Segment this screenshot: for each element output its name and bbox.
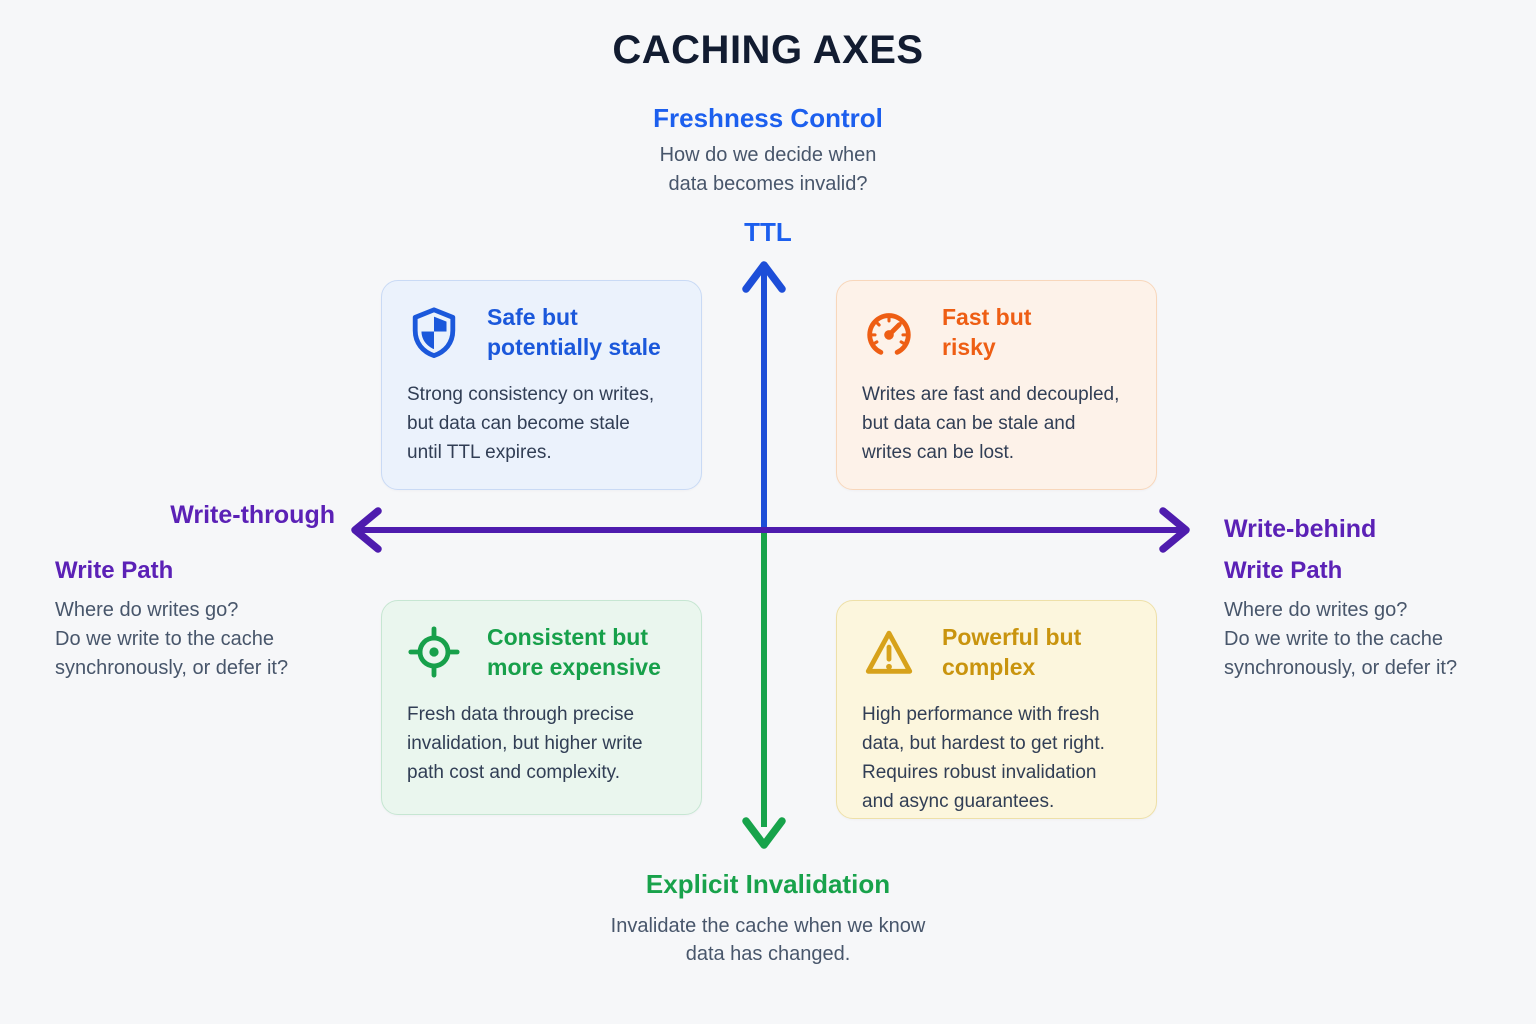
card-header: Consistent but more expensive — [407, 622, 679, 682]
body-line: data, but hardest to get right. — [862, 733, 1105, 754]
write-path-label: Write Path — [55, 557, 174, 584]
invalidation-axis-arrow — [742, 527, 786, 849]
body-line: Fresh data through precise — [407, 704, 635, 725]
freshness-axis-arrow — [742, 261, 786, 533]
title-line: Powerful but — [942, 624, 1082, 650]
gauge-icon — [862, 305, 916, 359]
quadrant-body: Writes are fast and decoupled, but data … — [862, 380, 1134, 467]
quadrant-card-powerful-but-complex: Powerful but complex High performance wi… — [836, 600, 1157, 819]
freshness-control-label: Freshness Control — [653, 103, 883, 133]
description-line: Where do writes go? — [1224, 599, 1408, 621]
arrow-up-icon — [742, 261, 786, 293]
target-icon — [407, 625, 461, 679]
quadrant-title: Fast but risky — [942, 302, 1031, 362]
card-header: Powerful but complex — [862, 622, 1134, 682]
write-path-block-right: Write Path Where do writes go? Do we wri… — [1224, 557, 1524, 683]
body-line: Requires robust invalidation — [862, 762, 1097, 783]
arrow-down-icon — [742, 817, 786, 849]
explicit-invalidation-pole-label: Explicit Invalidation — [645, 869, 891, 899]
arrow-left-icon — [351, 507, 382, 553]
arrow-right-icon — [1159, 507, 1190, 553]
write-path-block-left: Write Path Where do writes go? Do we wri… — [55, 557, 355, 683]
write-path-description: Where do writes go? Do we write to the c… — [55, 596, 355, 683]
body-line: and async guarantees. — [862, 791, 1055, 812]
write-through-pole-label: Write-through — [170, 501, 335, 529]
body-line: writes can be lost. — [862, 442, 1015, 463]
body-line: but data can become stale — [407, 413, 630, 434]
body-line: Strong consistency on writes, — [407, 384, 655, 405]
quadrant-title: Consistent but more expensive — [487, 622, 661, 682]
quadrant-body: High performance with fresh data, but ha… — [862, 700, 1134, 816]
description-line: Do we write to the cache — [55, 628, 274, 650]
description-line: data has changed. — [685, 943, 851, 965]
title-line: potentially stale — [487, 334, 661, 360]
title-line: Fast but — [942, 304, 1032, 330]
quadrant-title: Powerful but complex — [942, 622, 1081, 682]
quadrant-card-consistent-but-expensive: Consistent but more expensive Fresh data… — [381, 600, 702, 815]
explicit-invalidation-description: Invalidate the cache when we know data h… — [0, 912, 1536, 968]
body-line: until TTL expires. — [407, 442, 552, 463]
write-path-axis-arrow — [351, 507, 1190, 553]
quadrant-card-fast-but-risky: Fast but risky Writes are fast and decou… — [836, 280, 1157, 490]
body-line: invalidation, but higher write — [407, 733, 643, 754]
description-line: How do we decide when — [659, 144, 877, 166]
body-line: High performance with fresh — [862, 704, 1100, 725]
description-line: synchronously, or defer it? — [1224, 657, 1458, 679]
warning-icon — [862, 625, 916, 679]
page-title: CACHING AXES — [612, 28, 924, 72]
description-line: Do we write to the cache — [1224, 628, 1443, 650]
title-line: more expensive — [487, 654, 661, 680]
quadrant-body: Fresh data through precise invalidation,… — [407, 700, 679, 787]
quadrant-title: Safe but potentially stale — [487, 302, 661, 362]
body-line: path cost and complexity. — [407, 762, 620, 783]
write-path-description: Where do writes go? Do we write to the c… — [1224, 596, 1524, 683]
write-path-label: Write Path — [1224, 557, 1343, 584]
card-header: Safe but potentially stale — [407, 302, 679, 362]
title-line: Consistent but — [487, 624, 648, 650]
quadrant-body: Strong consistency on writes, but data c… — [407, 380, 679, 467]
card-header: Fast but risky — [862, 302, 1134, 362]
write-behind-pole-label: Write-behind — [1224, 515, 1377, 543]
description-line: data becomes invalid? — [668, 173, 868, 195]
description-line: Invalidate the cache when we know — [610, 915, 926, 937]
body-line: but data can be stale and — [862, 413, 1076, 434]
title-line: complex — [942, 654, 1036, 680]
freshness-control-description: How do we decide when data becomes inval… — [0, 141, 1536, 199]
title-line: Safe but — [487, 304, 578, 330]
body-line: Writes are fast and decoupled, — [862, 384, 1120, 405]
quadrant-card-safe-but-stale: Safe but potentially stale Strong consis… — [381, 280, 702, 490]
ttl-pole-label: TTL — [744, 217, 792, 247]
title-line: risky — [942, 334, 996, 360]
description-line: Where do writes go? — [55, 599, 239, 621]
shield-icon — [407, 305, 461, 359]
description-line: synchronously, or defer it? — [55, 657, 289, 679]
